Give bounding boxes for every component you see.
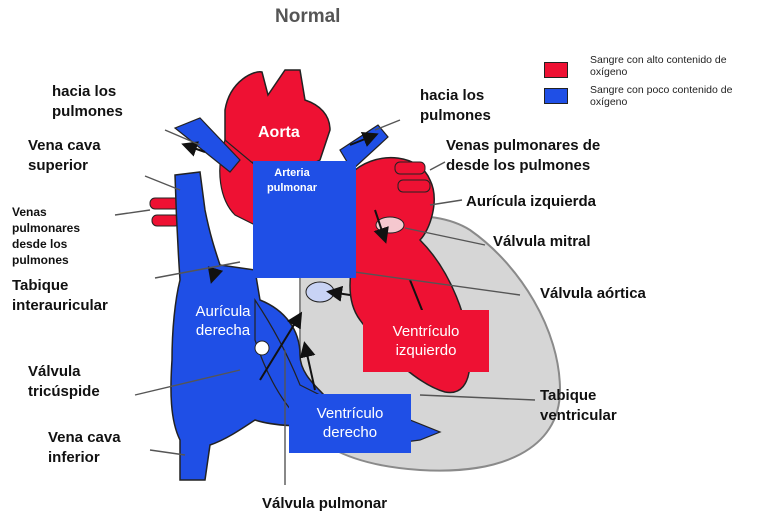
label-ventriculo-izquierdo: Ventrículo izquierdo <box>392 323 460 359</box>
leader-lines <box>114 119 536 485</box>
flow-arrow-6 <box>299 341 316 391</box>
label-vena-cava-superior: Vena cava superior <box>28 137 101 174</box>
legend-swatch-oxygen-poor <box>544 88 568 104</box>
label-vena-cava-inferior: Vena cava inferior <box>48 429 121 466</box>
label-valvula-tricuspide: Válvula tricúspide <box>28 363 100 400</box>
pulm-vein-right-1 <box>394 161 426 175</box>
flow-arrow-5 <box>259 311 303 381</box>
flow-arrow-4 <box>326 285 351 302</box>
label-auricula-izquierda: Aurícula izquierda <box>466 193 597 210</box>
tricuspid-valve <box>254 340 270 356</box>
label-tabique-ventricular: Tabique ventricular <box>540 387 617 424</box>
flow-arrow-1 <box>181 141 206 157</box>
pulm-artery-left <box>173 117 241 173</box>
legend-label-oxygen-poor: Sangre con poco contenido de oxígeno <box>590 84 733 108</box>
label-hacia-pulmones-left: hacia los pulmones <box>52 83 123 120</box>
label-arteria-pulmonar: Arteria pulmonar <box>266 167 318 194</box>
label-venas-pulmonares-right: Venas pulmonares de desde los pulmones <box>446 137 601 174</box>
label-valvula-mitral: Válvula mitral <box>493 233 591 250</box>
pulm-vein-right-2 <box>397 179 431 193</box>
label-hacia-pulmones-right: hacia los pulmones <box>420 87 491 124</box>
label-ventriculo-derecho: Ventrículo derecho <box>316 405 384 441</box>
label-auricula-derecha: Aurícula derecha <box>195 303 251 339</box>
label-valvula-aortica: Válvula aórtica <box>540 285 646 302</box>
label-tabique-interauricular: Tabique interauricular <box>12 277 108 314</box>
flow-arrow-3 <box>373 209 389 244</box>
label-valvula-pulmonar: Válvula pulmonar <box>262 495 388 512</box>
label-venas-pulmonares-left: Venas pulmonares desde los pulmones <box>12 205 81 267</box>
aorta-shape <box>224 69 331 171</box>
label-aorta: Aorta <box>258 124 300 141</box>
flow-arrow-2 <box>349 132 379 147</box>
legend-label-oxygen-rich: Sangre con alto contenido de oxígeno <box>590 54 727 78</box>
pulmonary-artery-box <box>253 161 356 278</box>
flow-arrow-7 <box>207 266 224 284</box>
diagram-title: Normal <box>275 6 341 27</box>
right-ventricle-box <box>289 394 411 453</box>
aortic-valve <box>305 281 335 303</box>
legend-swatch-oxygen-rich <box>544 62 568 78</box>
left-ventricle-box <box>363 310 489 372</box>
